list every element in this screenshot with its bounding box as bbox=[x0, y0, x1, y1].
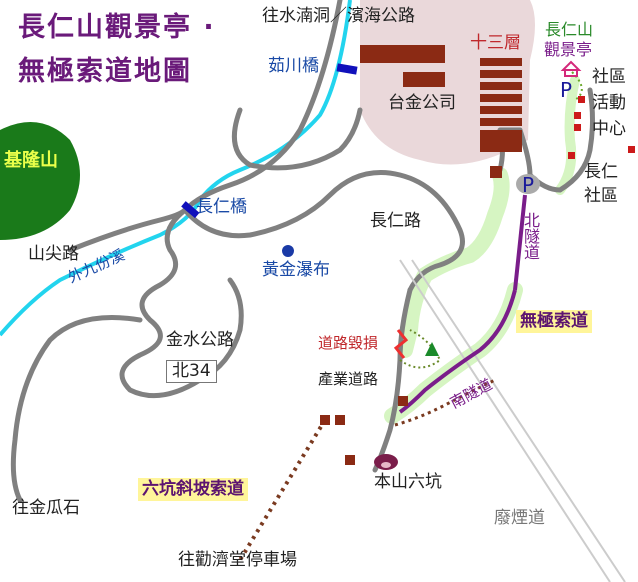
label-keelung-mountain: 基隆山 bbox=[4, 150, 58, 171]
map-title-line2: 無極索道地圖 bbox=[18, 56, 192, 87]
road-changren-community bbox=[557, 87, 595, 193]
mountain-triangle-icon bbox=[425, 342, 439, 356]
label-wuji-cableway: 無極索道 bbox=[516, 310, 592, 333]
label-golden-waterfall: 黃金瀑布 bbox=[262, 260, 330, 280]
parking-area-shade bbox=[516, 174, 540, 194]
changren-bridge-marker bbox=[181, 201, 200, 219]
taijin-building-1 bbox=[360, 45, 445, 63]
label-ruchuan-bridge: 茹川橋 bbox=[268, 56, 319, 76]
pavilion-icon bbox=[560, 60, 582, 77]
label-taijin-company: 台金公司 bbox=[388, 93, 456, 113]
community-markers bbox=[568, 96, 635, 159]
label-changren-community: 長仁社區 bbox=[584, 162, 618, 206]
ruchuan-bridge-marker bbox=[336, 63, 358, 75]
north-tunnel-line bbox=[513, 194, 527, 291]
abandoned-flue-line-a bbox=[399, 259, 611, 582]
benshan-tunnel-inner bbox=[381, 462, 391, 468]
label-to-qinjitang-parking: 往勸濟堂停車場 bbox=[178, 550, 297, 570]
liukeng-station-1 bbox=[320, 415, 330, 425]
label-benshan-sixth-tunnel: 本山六坑 bbox=[374, 472, 442, 492]
liukeng-station-3 bbox=[345, 455, 355, 465]
parking-lower-label: P bbox=[522, 173, 535, 197]
label-to-shuinandong: 往水湳洞／濱海公路 bbox=[262, 6, 415, 26]
road-damaged-marker bbox=[393, 329, 409, 359]
label-observation-pavilion: 觀景亭 bbox=[544, 40, 593, 59]
keelung-mountain-shape bbox=[0, 122, 80, 240]
label-industrial-road: 產業道路 bbox=[318, 370, 379, 388]
label-liukeng-slope-cableway: 六坑斜坡索道 bbox=[138, 478, 248, 501]
road-jinguashi bbox=[10, 315, 143, 503]
label-road-damaged: 道路毀損 bbox=[318, 334, 379, 352]
label-north-tunnel: 北隧道 bbox=[521, 212, 540, 260]
label-route-bei34: 北34 bbox=[166, 360, 217, 383]
road-jinshui-switchbacks bbox=[119, 207, 244, 399]
green-route-highlight bbox=[397, 167, 510, 358]
golden-waterfall-marker bbox=[282, 245, 294, 257]
taijin-building-2 bbox=[403, 72, 445, 87]
label-abandoned-flue: 廢煙道 bbox=[494, 508, 545, 528]
label-changren-mountain: 長仁山 bbox=[545, 20, 594, 39]
road-shuinandong bbox=[182, 0, 343, 213]
label-changren-bridge: 長仁橋 bbox=[196, 197, 247, 217]
dotted-trail-pavilion bbox=[571, 71, 583, 101]
label-shanjian-road: 山尖路 bbox=[28, 244, 79, 264]
dotted-trail-liukeng bbox=[238, 418, 327, 562]
building-small-1 bbox=[490, 166, 502, 178]
thirteen-levels-terraces bbox=[480, 58, 522, 152]
label-jinshui-highway: 金水公路 bbox=[166, 330, 234, 350]
green-route-highlight-east bbox=[555, 75, 580, 195]
abandoned-flue-line-b bbox=[411, 259, 626, 582]
label-to-jinguashi: 往金瓜石 bbox=[12, 498, 80, 518]
industrial-station bbox=[398, 396, 408, 406]
label-changren-road: 長仁路 bbox=[370, 211, 421, 231]
south-tunnel-line bbox=[398, 289, 517, 414]
label-parking-upper: P bbox=[560, 78, 573, 102]
dotted-trail-cableway-lower bbox=[394, 378, 496, 427]
liukeng-station-2 bbox=[335, 415, 345, 425]
road-changren bbox=[182, 170, 465, 293]
map-title-line1: 長仁山觀景亭 · bbox=[18, 12, 216, 43]
label-thirteen-levels: 十三層 bbox=[470, 33, 521, 53]
road-changren-upper bbox=[231, 107, 363, 171]
road-industrial bbox=[372, 287, 413, 473]
label-community-activity-center: 社區活動中心 bbox=[592, 67, 626, 139]
